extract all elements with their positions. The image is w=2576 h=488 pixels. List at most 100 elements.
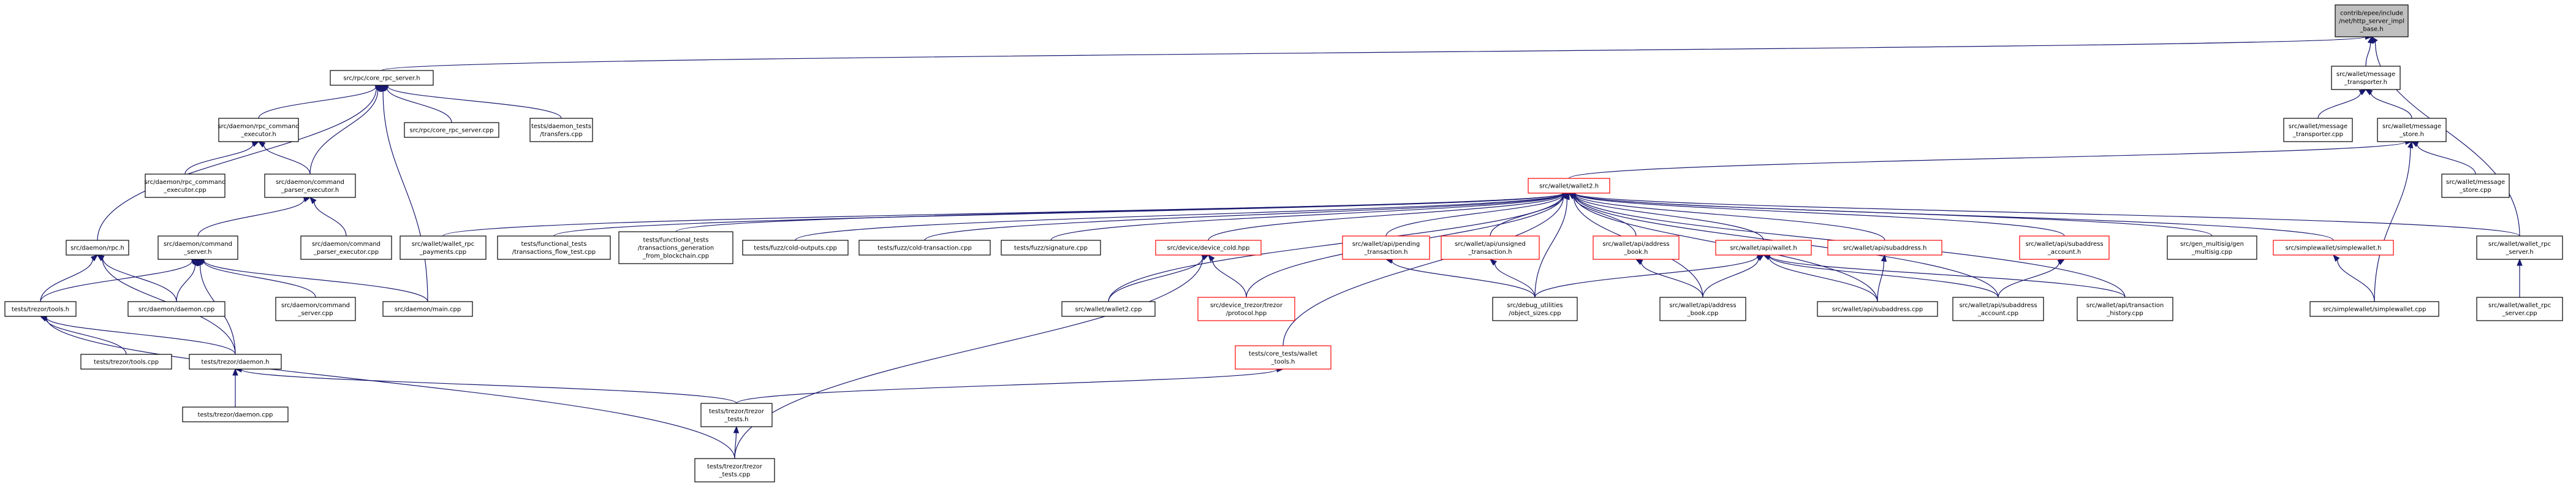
node-label-line: src/wallet/message (2382, 123, 2441, 130)
arrowhead (96, 254, 105, 261)
file-node[interactable]: src/daemon/command_parser_executor.cpp (300, 235, 392, 260)
node-box (497, 235, 611, 260)
file-node[interactable]: src/device_trezor/trezor/protocol.hpp (1197, 297, 1295, 321)
edge-line (45, 318, 127, 355)
arrowhead (1756, 254, 1765, 261)
node-label-line: _from_blockchain.cpp (642, 253, 709, 260)
file-node[interactable]: src/simplewallet/simplewallet.h (2273, 240, 2394, 256)
file-node[interactable]: src/rpc/core_rpc_server.h (330, 70, 434, 86)
file-node[interactable]: src/daemon/command_parser_executor.h (264, 173, 356, 198)
file-node[interactable]: src/wallet/api/subaddress_account.h (2019, 235, 2110, 260)
node-box (2377, 118, 2447, 142)
file-node[interactable]: src/wallet/wallet_rpc_payments.cpp (400, 235, 487, 260)
file-node[interactable]: tests/fuzz/signature.cpp (1001, 240, 1101, 256)
file-node[interactable]: tests/trezor/trezor_tests.cpp (694, 458, 775, 482)
edge-line (1574, 194, 1885, 241)
file-node[interactable]: tests/fuzz/cold-outputs.cpp (742, 240, 849, 256)
file-node[interactable]: src/wallet/api/unsigned_transaction.h (1441, 235, 1540, 260)
dependency-edge (257, 141, 311, 175)
file-node[interactable]: src/wallet/api/address_book.cpp (1659, 297, 1746, 321)
file-node[interactable]: tests/daemon_tests/transfers.cpp (529, 118, 593, 142)
file-node[interactable]: src/daemon/command_server.h (157, 235, 238, 260)
file-node[interactable]: tests/functional_tests/transactions_gene… (618, 231, 733, 264)
file-node[interactable]: src/rpc/core_rpc_server.cpp (404, 122, 499, 138)
file-node[interactable]: src/debug_utilities/object_sizes.cpp (1492, 297, 1578, 321)
dependency-edge (2411, 141, 2476, 175)
file-node[interactable]: src/simplewallet/simplewallet.cpp (2309, 301, 2439, 317)
file-node[interactable]: src/wallet/message_transporter.cpp (2283, 118, 2353, 142)
dependency-edge (1568, 190, 2213, 237)
dependency-edge (924, 191, 1570, 241)
node-box (218, 118, 299, 142)
file-node[interactable]: src/daemon/rpc.h (66, 240, 129, 256)
node-label-line: _tools.h (1271, 359, 1295, 365)
node-box (1715, 240, 1812, 256)
node-label-line: _executor.cpp (163, 187, 206, 194)
node-box (1492, 297, 1578, 321)
dependency-edge (1208, 254, 1247, 298)
node-label-line: _account.h (2047, 249, 2081, 256)
node-label-line: src/wallet/message (2446, 179, 2505, 186)
file-node[interactable]: tests/trezor/daemon.cpp (182, 406, 289, 422)
dependency-edge (232, 368, 238, 408)
node-box (2273, 240, 2394, 256)
file-node[interactable]: src/wallet/message_store.h (2377, 118, 2447, 142)
node-box (1001, 240, 1101, 256)
node-box (145, 173, 225, 198)
node-label-line: tests/core_tests/wallet (1249, 351, 1317, 357)
node-label-line: src/rpc/core_rpc_server.cpp (409, 128, 493, 134)
dependency-edge (1568, 191, 2065, 237)
edge-line (1385, 194, 1564, 237)
file-node[interactable]: src/wallet/api/transaction_history.cpp (2077, 297, 2173, 321)
node-label-line: contrib/epee/include (2340, 10, 2403, 17)
file-node[interactable]: tests/fuzz/cold-transaction.cpp (858, 240, 991, 256)
node-box (400, 235, 487, 260)
file-node[interactable]: src/wallet/wallet2.h (1528, 178, 1610, 194)
dependency-edge (2365, 36, 2374, 67)
file-node[interactable]: tests/trezor/daemon.h (189, 354, 282, 370)
file-node[interactable]: src/wallet/message_store.cpp (2441, 173, 2510, 198)
file-node[interactable]: tests/trezor/tools.h (4, 301, 77, 317)
node-box (1061, 301, 1156, 317)
edge-line (1574, 196, 1637, 237)
node-label-line: src/wallet/message (2336, 71, 2395, 78)
file-node[interactable]: src/wallet/message_transporter.h (2331, 66, 2401, 90)
edge-line (1108, 257, 1203, 302)
file-node[interactable]: src/wallet/api/subaddress_account.cpp (1952, 297, 2044, 321)
node-box (1952, 297, 2044, 321)
arrowhead (1489, 259, 1498, 266)
file-node[interactable]: tests/functional_tests/transactions_flow… (497, 235, 611, 260)
file-node[interactable]: src/wallet/api/address_book.h (1593, 235, 1680, 260)
node-box (618, 231, 733, 264)
dependency-edge (184, 141, 260, 175)
file-node[interactable]: src/wallet/wallet2.cpp (1061, 301, 1156, 317)
arrowhead (2371, 36, 2378, 44)
file-node[interactable]: src/device/device_cold.hpp (1155, 240, 1262, 256)
edge-line (734, 257, 1203, 459)
file-node[interactable]: src/wallet/api/pending_transaction.h (1342, 235, 1430, 260)
file-node[interactable]: src/gen_multisig/gen_multisig.cpp (2167, 235, 2257, 260)
file-node[interactable]: src/wallet/api/wallet.h (1715, 240, 1812, 256)
file-node[interactable]: src/daemon/rpc_command_executor.h (218, 118, 300, 142)
edge-line (2317, 92, 2362, 119)
file-node[interactable]: src/wallet/wallet_rpc_server.h (2476, 235, 2563, 260)
node-label-line: src/daemon/command (276, 179, 344, 186)
root-file-node: contrib/epee/include/net/http_server_imp… (2335, 4, 2409, 37)
edge-line (176, 264, 196, 302)
file-node[interactable]: src/wallet/api/subaddress.h (1827, 240, 1942, 256)
file-node[interactable]: tests/core_tests/wallet _tools.h (1235, 345, 1332, 370)
node-label-line: _transaction.h (1363, 249, 1407, 256)
file-node[interactable]: tests/trezor/tools.cpp (80, 354, 172, 370)
edge-line (675, 193, 1564, 232)
file-node[interactable]: src/wallet/api/subaddress.cpp (1817, 301, 1938, 317)
arrowhead (1635, 259, 1643, 265)
file-node[interactable]: src/daemon/rpc_command_executor.cpp (144, 173, 226, 198)
file-node[interactable]: src/daemon/daemon.cpp (127, 301, 225, 317)
node-box (66, 240, 129, 256)
file-node[interactable]: src/wallet/wallet_rpc_server.cpp (2476, 297, 2563, 321)
file-node[interactable]: src/daemon/main.cpp (382, 301, 473, 317)
file-node[interactable]: src/daemon/command_server.cpp (275, 297, 356, 321)
file-node[interactable]: tests/trezor/trezor_tests.h (700, 403, 773, 427)
node-label-line: tests/trezor/trezor (707, 463, 763, 470)
